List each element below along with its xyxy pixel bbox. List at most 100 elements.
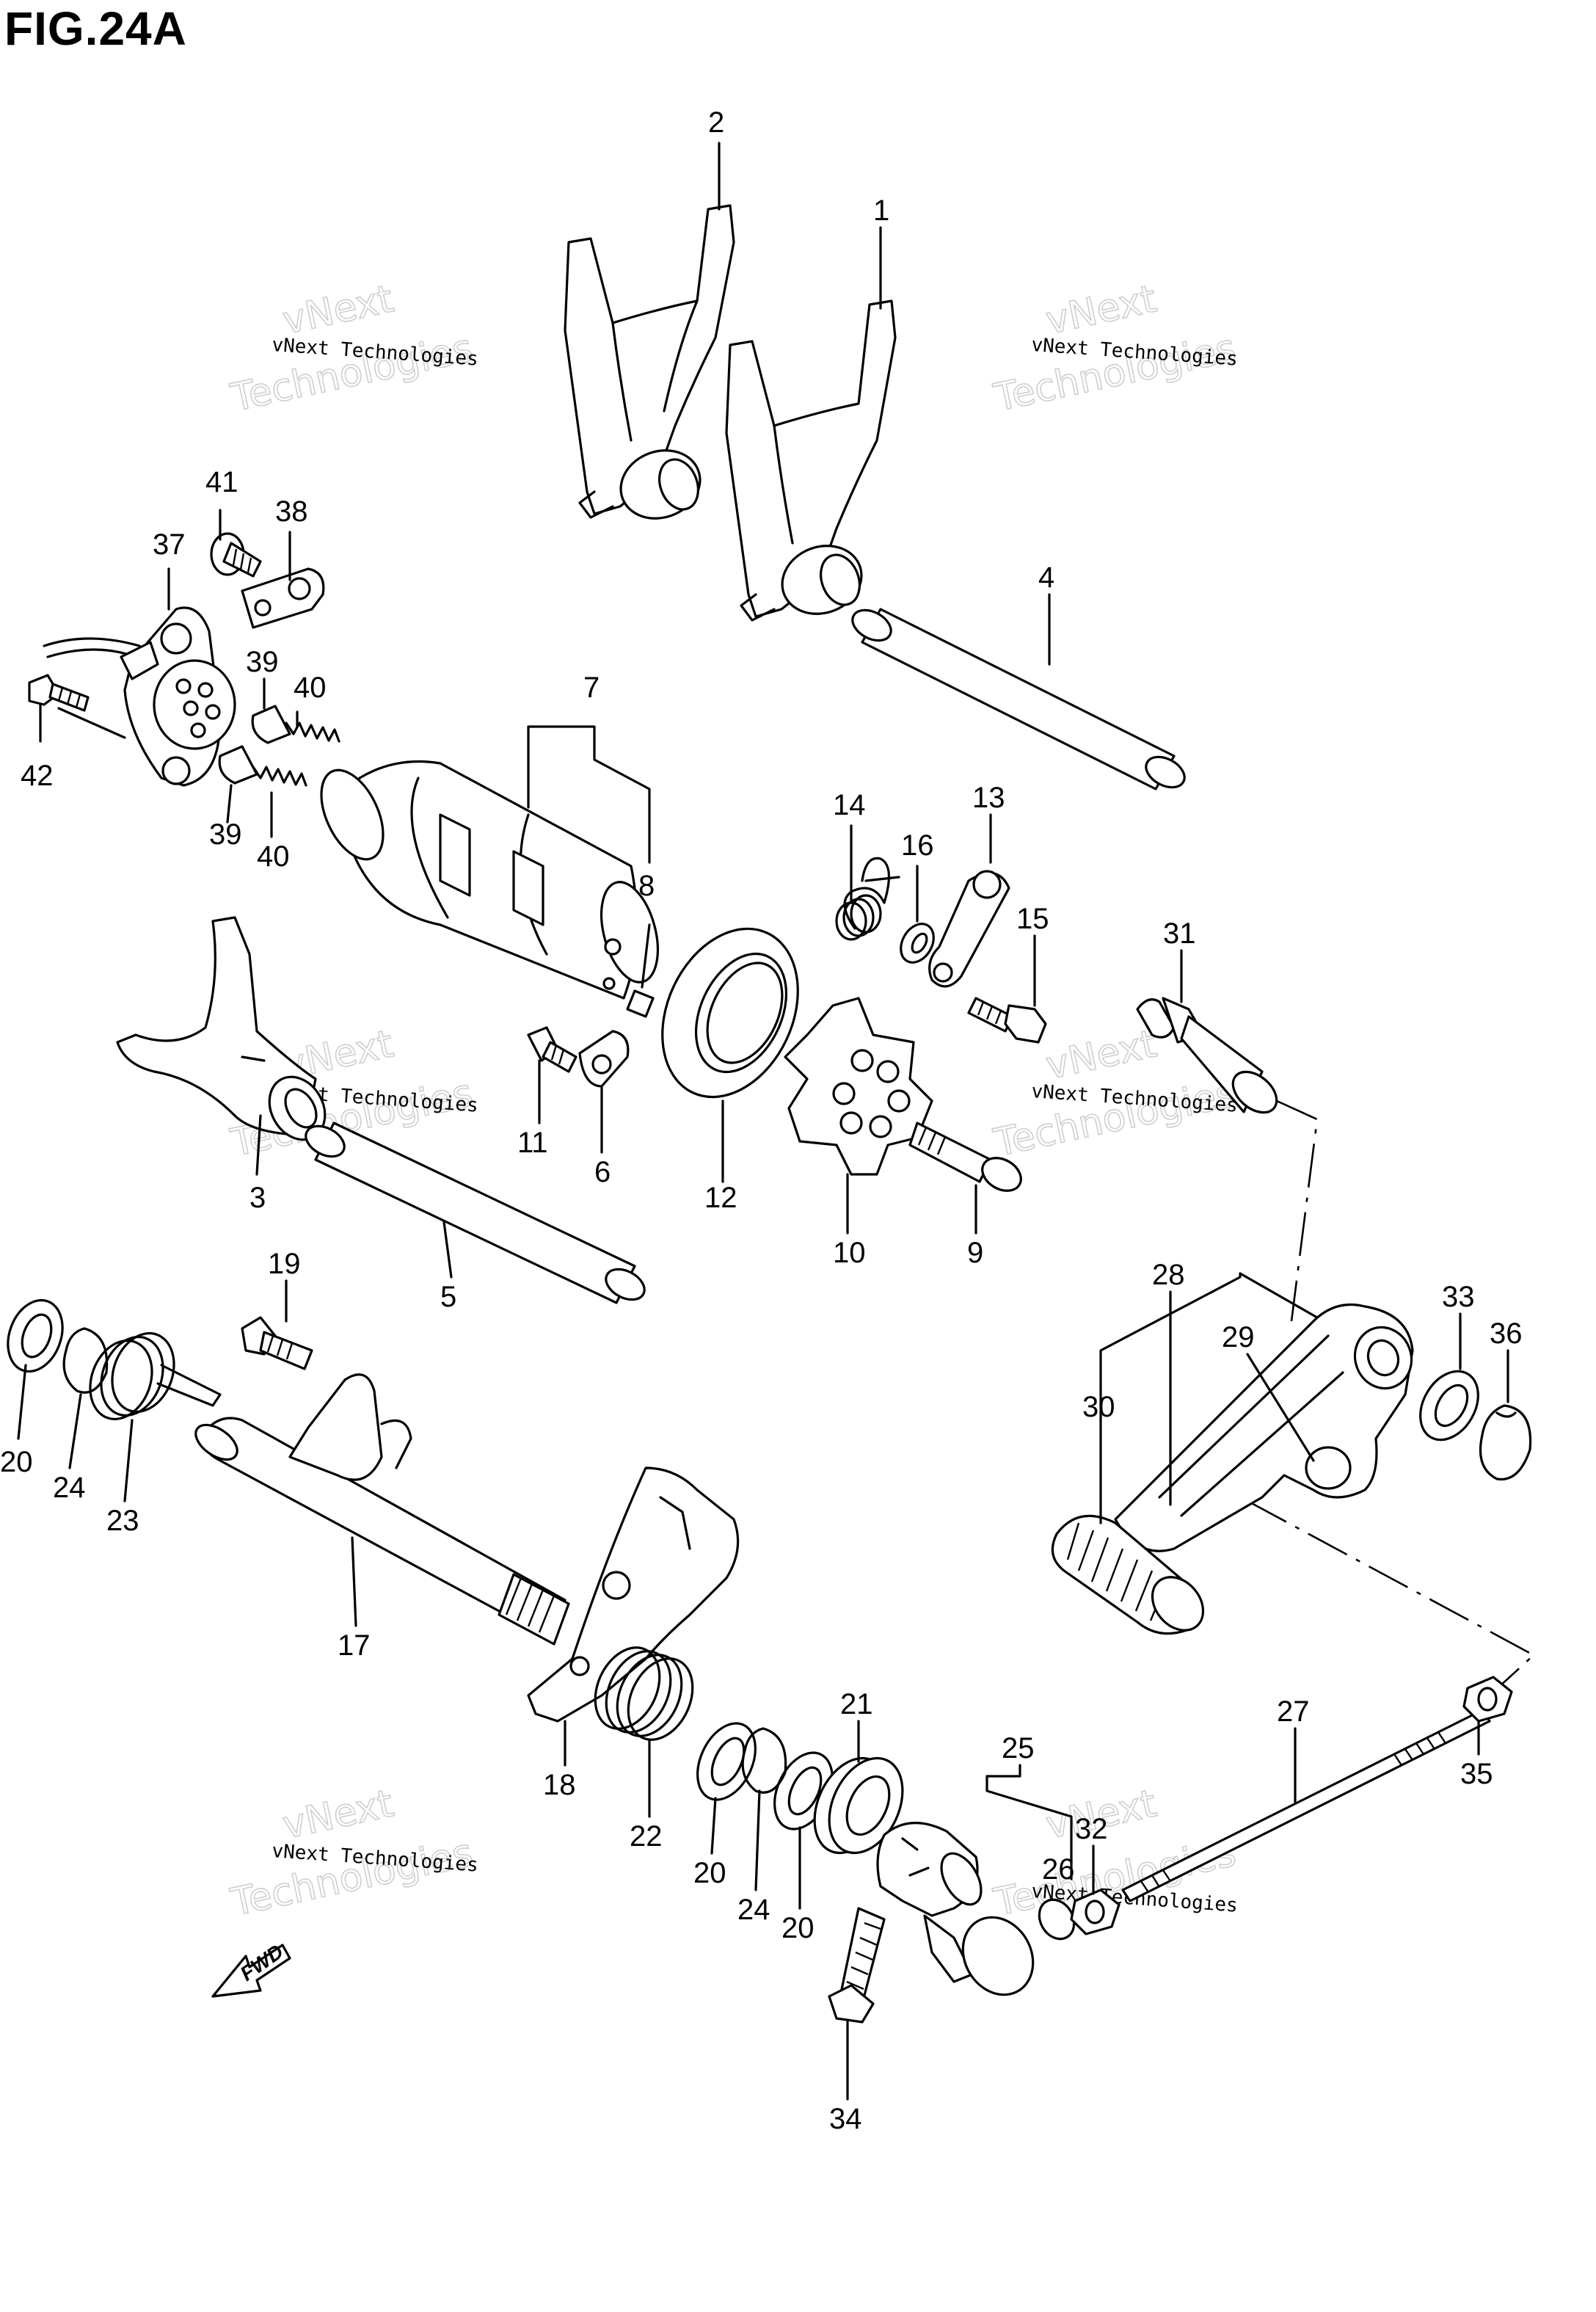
part-bolt-34 — [828, 1907, 886, 2024]
callout-35: 35 — [1460, 1758, 1493, 1790]
callout-33: 33 — [1442, 1281, 1475, 1313]
part-shift-fork-1 — [725, 299, 897, 622]
part-tie-rod-27 — [1121, 1709, 1491, 1902]
callout-12: 12 — [704, 1182, 737, 1214]
callout-40-upper: 40 — [294, 672, 327, 704]
callout-20-mid: 20 — [693, 1857, 726, 1889]
part-bearing-12 — [661, 927, 799, 1099]
part-shift-shaft-17 — [194, 1373, 570, 1646]
callout-23: 23 — [106, 1505, 139, 1537]
callout-7: 7 — [583, 672, 600, 704]
callout-41: 41 — [205, 466, 238, 498]
callout-39-lower: 39 — [209, 818, 242, 851]
callout-36: 36 — [1490, 1317, 1523, 1350]
part-stopper-6 — [578, 1030, 630, 1088]
watermark-top-left: vNext Technologies vNext Technologies — [226, 277, 478, 421]
part-fork-shaft-5 — [305, 1122, 646, 1304]
part-shift-cam-7 — [320, 760, 659, 1000]
part-plate-38 — [241, 567, 325, 629]
callout-18: 18 — [543, 1769, 576, 1801]
part-washer-20-left — [7, 1298, 64, 1373]
part-bolt-15 — [967, 997, 1047, 1044]
part-bolt-42 — [28, 674, 90, 712]
callout-9: 9 — [967, 1237, 983, 1269]
callout-38: 38 — [275, 495, 308, 528]
part-stopper-arm-13 — [928, 870, 1010, 988]
watermark-big-text: vNext — [1042, 1022, 1160, 1088]
callout-27: 27 — [1277, 1695, 1310, 1728]
part-bolt-19 — [241, 1316, 313, 1370]
part-pin-39-upper — [251, 705, 291, 744]
callout-20-right: 20 — [781, 1912, 815, 1944]
part-nut-35 — [1462, 1676, 1513, 1723]
watermark-big-text: vNext — [1042, 277, 1160, 343]
callout-4: 4 — [1038, 561, 1054, 594]
callout-13: 13 — [972, 782, 1005, 814]
watermark-big-text: Technologies — [990, 1072, 1239, 1166]
callout-17: 17 — [338, 1629, 371, 1662]
part-spring-40-upper — [285, 721, 340, 743]
part-shift-joint-25 — [876, 1822, 1076, 1996]
callout-20-left: 20 — [0, 1446, 33, 1478]
callout-39-upper: 39 — [246, 646, 279, 678]
part-shift-arm-18 — [527, 1466, 740, 1723]
alignment-line-27 — [1247, 1499, 1536, 1696]
part-cam-plate-10 — [784, 997, 933, 1176]
callout-11: 11 — [517, 1127, 548, 1159]
callout-26: 26 — [1042, 1853, 1075, 1886]
callout-28: 28 — [1152, 1259, 1185, 1291]
leader-lines — [17, 142, 1509, 2101]
callout-22: 22 — [630, 1820, 663, 1853]
part-pin-39-lower — [218, 745, 258, 785]
callout-10: 10 — [833, 1237, 866, 1269]
callout-16: 16 — [901, 829, 934, 862]
callout-1: 1 — [873, 195, 889, 227]
part-washer-20-mid — [696, 1722, 757, 1801]
part-spring-23 — [89, 1331, 222, 1421]
callout-42: 42 — [21, 760, 54, 792]
watermark-top-right: vNext Technologies vNext Technologies — [989, 277, 1240, 421]
callout-24-left: 24 — [53, 1472, 86, 1504]
callout-30: 30 — [1082, 1391, 1115, 1423]
watermark-big-text: vNext — [279, 1781, 397, 1847]
part-bolt-41 — [210, 532, 262, 578]
figure-title: FIG.24A — [4, 2, 187, 55]
callout-15: 15 — [1016, 903, 1049, 935]
part-oil-seal-21 — [813, 1756, 904, 1855]
callout-32: 32 — [1075, 1813, 1108, 1845]
part-footpeg-rubber-30 — [1051, 1514, 1205, 1635]
part-circlip-36 — [1479, 1404, 1532, 1481]
watermark-bottom-left: vNext Technologies vNext Technologies — [226, 1781, 478, 1926]
callout-5: 5 — [440, 1281, 456, 1313]
callout-29: 29 — [1222, 1321, 1255, 1353]
part-washer-33 — [1419, 1370, 1479, 1442]
callout-37: 37 — [153, 528, 186, 561]
callout-19: 19 — [268, 1248, 301, 1280]
callout-labels: 2 1 4 41 38 37 39 40 42 39 40 7 8 11 6 1… — [0, 106, 1523, 2135]
callout-24-right: 24 — [737, 1894, 770, 1926]
callout-6: 6 — [594, 1156, 611, 1188]
alignment-line-31 — [1276, 1099, 1319, 1322]
part-circlip-24-right — [741, 1727, 787, 1794]
part-spring-22 — [594, 1646, 694, 1741]
callout-34: 34 — [829, 2103, 862, 2135]
fwd-arrow: FWD — [211, 1940, 291, 1998]
part-spring-40-lower — [252, 766, 307, 787]
callout-25: 25 — [1002, 1732, 1035, 1764]
callout-21: 21 — [840, 1688, 873, 1720]
part-bolt-31 — [1136, 997, 1278, 1114]
callout-40-lower: 40 — [257, 840, 290, 873]
part-nut-32 — [1070, 1889, 1121, 1935]
watermark-big-text: vNext — [279, 277, 397, 343]
part-switch-37 — [43, 606, 236, 787]
callout-14: 14 — [833, 789, 866, 821]
part-washer-16 — [900, 923, 935, 964]
part-spring-14 — [835, 857, 900, 941]
callout-3: 3 — [249, 1182, 266, 1214]
part-shift-fork-2 — [564, 204, 735, 520]
part-pin-8 — [626, 989, 655, 1018]
callout-8: 8 — [638, 870, 655, 902]
callout-2: 2 — [708, 106, 724, 139]
part-shift-lever-28 — [1114, 1303, 1414, 1552]
